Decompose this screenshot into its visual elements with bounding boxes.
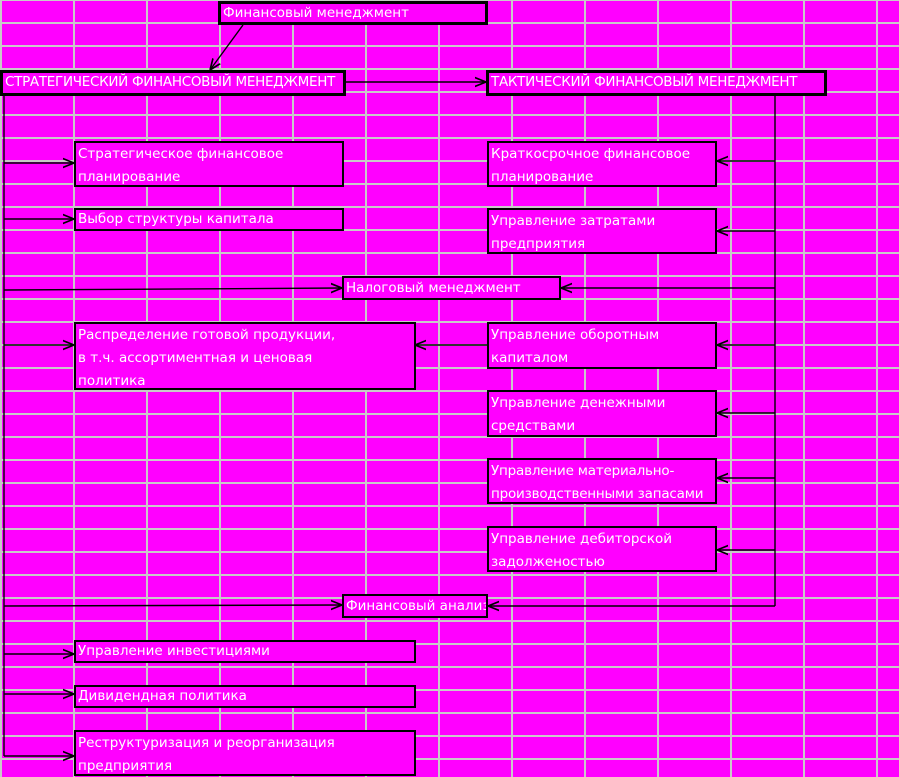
product-distribution-node: Распределение готовой продукции, в т.ч. … xyxy=(74,322,416,390)
capital-structure-node: Выбор структуры капитала xyxy=(74,208,344,231)
arrow-root-to-strategic xyxy=(210,24,244,70)
short-term-planning-node: Краткосрочное финансовое планирование xyxy=(487,141,717,187)
tactical-management-node: ТАКТИЧЕСКИЙ ФИНАНСОВЫЙ МЕНЕДЖМЕНТ xyxy=(486,70,827,96)
cost-management-node: Управление затратами предприятия xyxy=(487,208,717,254)
dividend-policy-node: Дивидендная политика xyxy=(74,685,416,708)
strategic-management-node: СТРАТЕГИЧЕСКИЙ ФИНАНСОВЫЙ МЕНЕДЖМЕНТ xyxy=(0,70,346,96)
tax-management-node: Налоговый менеджмент xyxy=(342,276,561,300)
working-capital-node: Управление оборотным капиталом xyxy=(487,322,717,369)
financial-analysis-node: Финансовый анализ xyxy=(342,594,488,618)
strategic-planning-node: Стратегическое финансовое планирование xyxy=(74,141,344,187)
restructuring-node: Реструктуризация и реорганизация предпри… xyxy=(74,730,416,776)
receivables-management-node: Управление дебиторской задолженостью xyxy=(487,526,717,572)
cash-management-node: Управление денежными средствами xyxy=(487,390,717,437)
arrow-strategic-to-analysis xyxy=(3,605,342,606)
investment-management-node: Управление инвестициями xyxy=(74,640,416,663)
root-node: Финансовый менеджмент xyxy=(218,1,488,25)
inventory-management-node: Управление материально- производственным… xyxy=(487,458,717,504)
arrow-strategic-to-tax xyxy=(3,288,342,290)
